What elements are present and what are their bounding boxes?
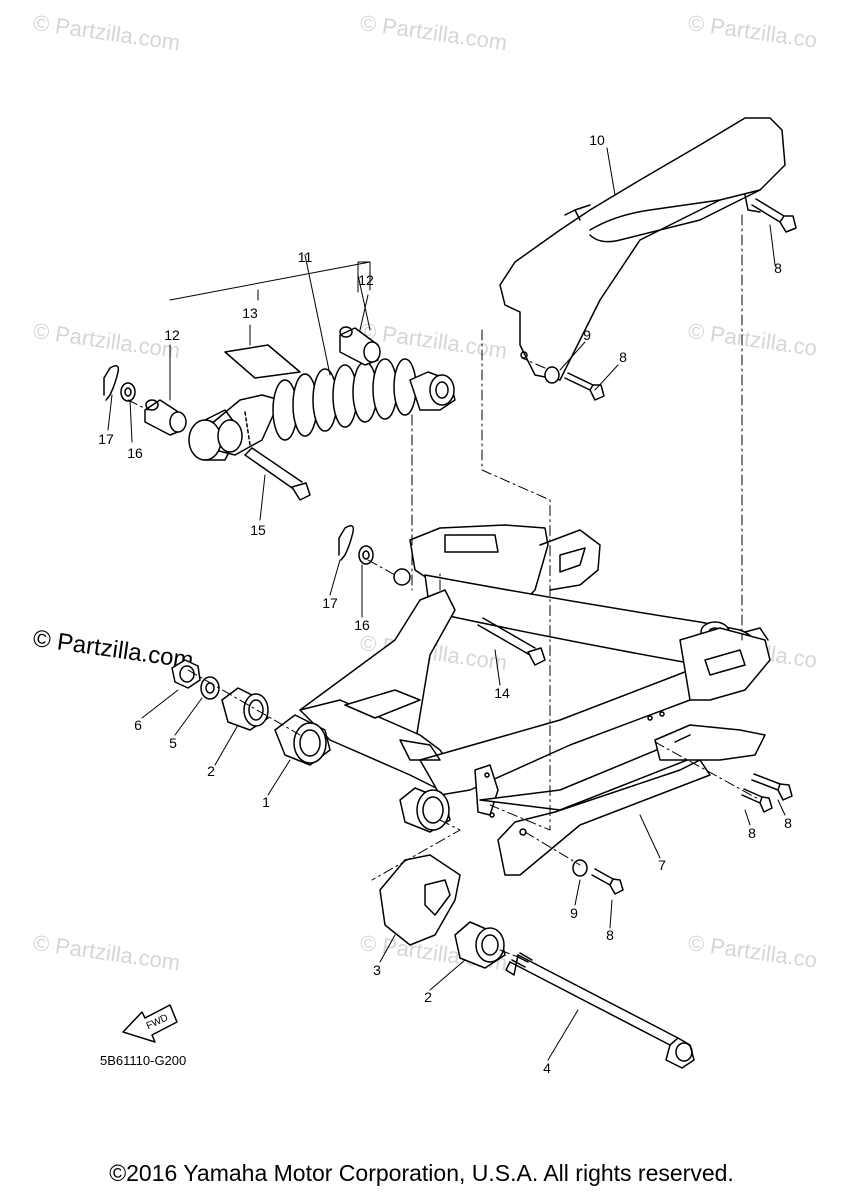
pivot-shaft: [505, 952, 695, 1069]
callout-15: 15: [250, 522, 266, 538]
callout-3: 3: [373, 962, 381, 978]
chain-guard: [499, 117, 786, 381]
bolt-8-mid: [544, 366, 605, 401]
bolt-8-top: [751, 198, 797, 233]
leader-lines: [107, 147, 786, 1061]
callout-12: 12: [358, 272, 374, 288]
swingarm: [299, 589, 771, 818]
callout-9: 9: [583, 327, 591, 343]
bolt-8-bottom: [572, 859, 624, 895]
callout-6: 6: [134, 717, 142, 733]
bolt-8-right-a: [751, 773, 793, 801]
collar-lower: [144, 399, 187, 436]
callout-2: 2: [424, 989, 432, 1005]
bolt-14: [477, 617, 546, 666]
cotter-pin-17b: [338, 525, 374, 565]
bracket-upper: [654, 724, 766, 761]
bushing-1: [274, 714, 331, 766]
fwd-arrow: FWD: [122, 1004, 178, 1043]
bolt-15: [244, 447, 311, 501]
callout-8: 8: [606, 927, 614, 943]
washer-5: [200, 676, 220, 700]
assembly-lines: [127, 214, 761, 959]
diagram-code: 5B61110-G200: [100, 1053, 187, 1068]
rear-shock: [188, 358, 456, 461]
callout-5: 5: [169, 735, 177, 751]
callout-1: 1: [262, 794, 270, 810]
bushing-lower: [399, 787, 451, 833]
callout-8: 8: [784, 815, 792, 831]
callout-11: 11: [298, 249, 313, 265]
copyright-notice: ©2016 Yamaha Motor Corporation, U.S.A. A…: [109, 1160, 734, 1186]
callouts: 10 8 9 8 11 12 12 13 17 16 15 17 16 14 6…: [98, 132, 792, 1076]
callout-12: 12: [164, 327, 180, 343]
callout-16: 16: [354, 617, 370, 633]
bushing-2-lower: [454, 921, 506, 969]
collar-upper: [339, 326, 381, 366]
callout-4: 4: [543, 1060, 551, 1076]
cotter-pin-17a: [103, 365, 136, 402]
bolt-8-right-b: [741, 788, 773, 813]
callout-13: 13: [242, 305, 258, 321]
swingarm-guard: [379, 854, 461, 946]
callout-17: 17: [98, 431, 114, 447]
callout-8: 8: [774, 260, 782, 276]
bushing-2-upper: [221, 687, 269, 731]
callout-8: 8: [619, 349, 627, 365]
callout-9: 9: [570, 905, 578, 921]
label-plate: [224, 344, 301, 379]
callout-17: 17: [322, 595, 338, 611]
callout-10: 10: [589, 132, 605, 148]
callout-14: 14: [494, 685, 510, 701]
callout-16: 16: [127, 445, 143, 461]
callout-8: 8: [748, 825, 756, 841]
chain-guide: [497, 759, 711, 876]
callout-7: 7: [658, 857, 666, 873]
callout-2: 2: [207, 763, 215, 779]
